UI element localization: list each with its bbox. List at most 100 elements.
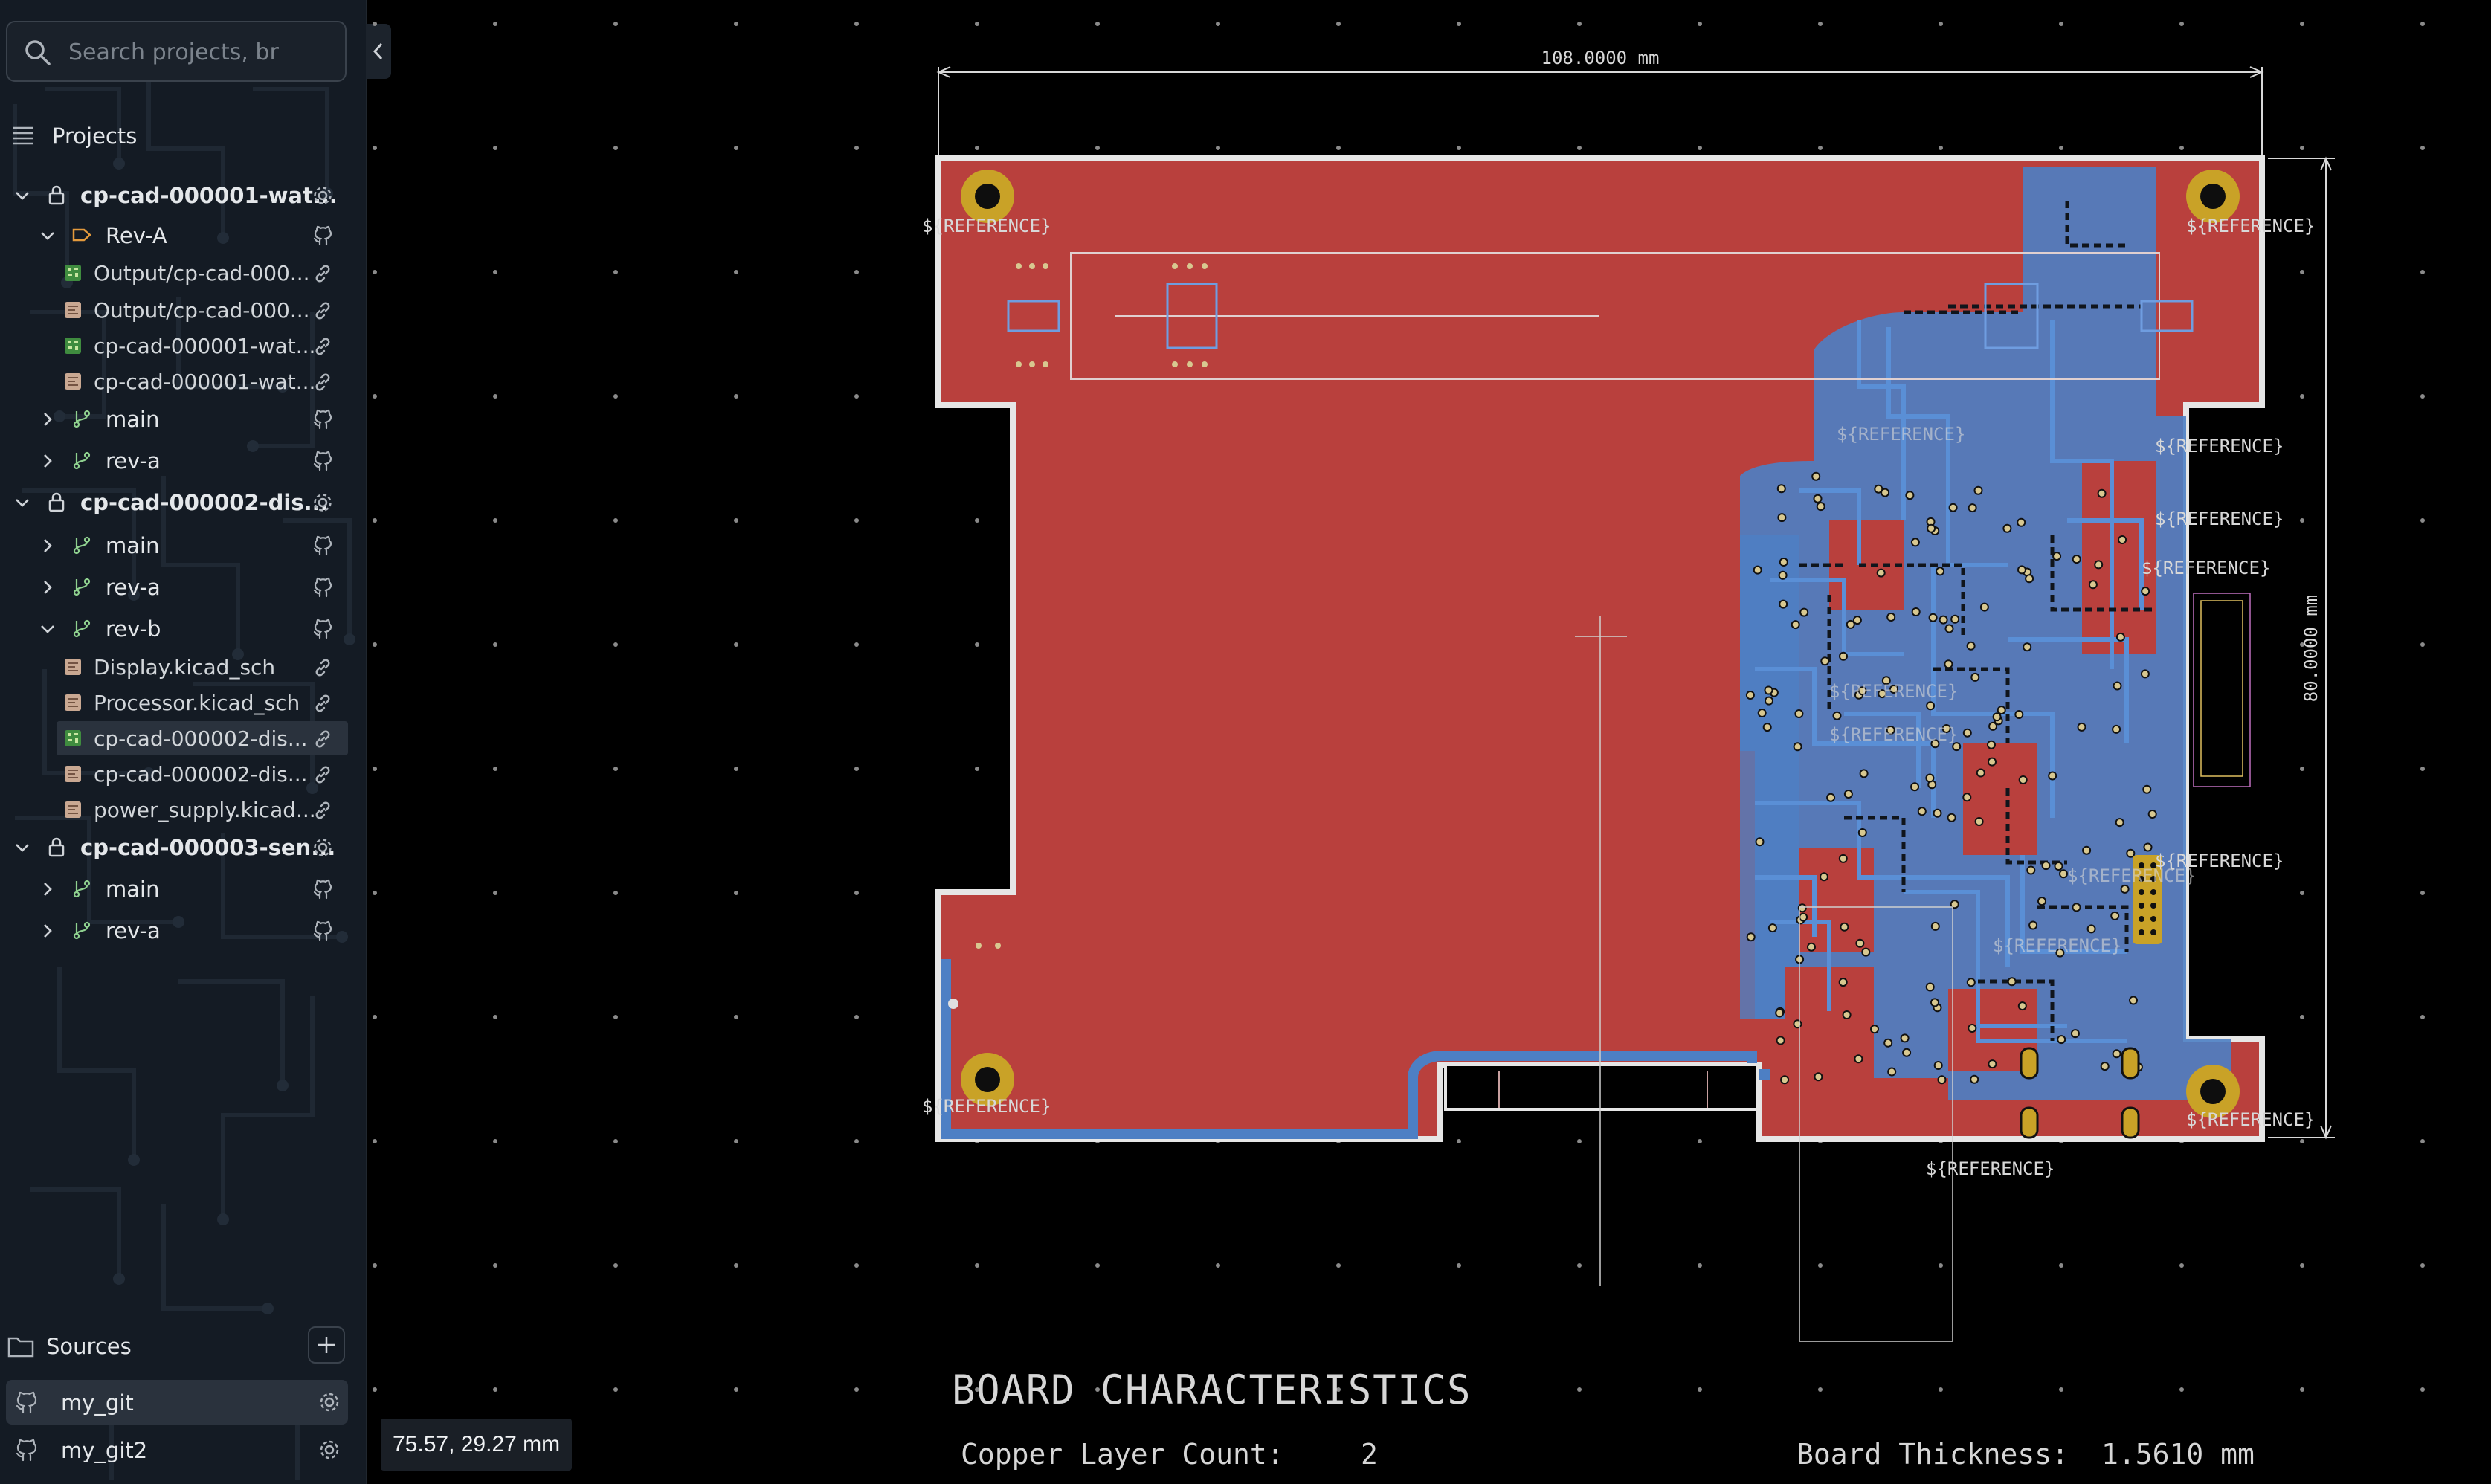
tree-item-branch[interactable]: main — [0, 871, 348, 906]
branch-icon — [73, 880, 91, 898]
tree-item-label: cp-cad-000002-dis... — [94, 762, 308, 787]
lock-icon — [48, 185, 65, 205]
tree-item-branch[interactable]: rev-a — [0, 443, 348, 477]
tree-item-file[interactable]: Display.kicad_sch — [0, 650, 348, 684]
link-icon[interactable] — [312, 800, 333, 821]
tree-item-file[interactable]: cp-cad-000002-dis... — [57, 721, 348, 755]
github-icon[interactable] — [312, 920, 333, 941]
lock-icon — [48, 837, 65, 857]
chevron-left-icon — [373, 42, 383, 60]
tree-item-file[interactable]: Output/cp-cad-000... — [0, 293, 348, 327]
tree-item-file[interactable]: Processor.kicad_sch — [0, 685, 348, 720]
link-icon[interactable] — [312, 300, 333, 321]
pcb-canvas[interactable]: 108.0000 mm 80.0000 mm — [367, 0, 2491, 1484]
chevron-right-icon[interactable] — [39, 452, 57, 470]
svg-text:${REFERENCE}: ${REFERENCE} — [922, 1096, 1051, 1117]
add-source-button[interactable] — [308, 1326, 345, 1364]
projects-header: Projects — [0, 114, 364, 156]
sidebar: Projects cp-cad-000001-wat... Rev-A Output… — [0, 0, 367, 1484]
chevron-down-icon[interactable] — [13, 187, 31, 204]
source-item-my-git[interactable]: my_git — [6, 1380, 348, 1425]
chevron-right-icon[interactable] — [39, 880, 57, 898]
tree-item-revision[interactable]: Rev-A — [0, 218, 348, 252]
chevron-right-icon[interactable] — [39, 410, 57, 428]
chevron-right-icon[interactable] — [39, 537, 57, 555]
svg-text:${REFERENCE}: ${REFERENCE} — [2186, 216, 2315, 236]
github-icon[interactable] — [312, 577, 333, 598]
pcb-file-icon — [65, 338, 81, 354]
tree-item-project[interactable]: cp-cad-000002-dis... — [0, 485, 348, 519]
tree-item-label: cp-cad-000001-wat... — [94, 370, 316, 394]
gear-icon[interactable] — [312, 492, 333, 513]
top-connector-outline — [1007, 252, 2194, 380]
svg-text:${REFERENCE}: ${REFERENCE} — [922, 216, 1051, 236]
chevron-down-icon[interactable] — [39, 620, 57, 638]
tree-item-project[interactable]: cp-cad-000003-sen... — [0, 830, 348, 864]
gear-icon[interactable] — [312, 185, 333, 206]
copper-layer-count-label: Copper Layer Count: — [961, 1438, 1284, 1471]
link-icon[interactable] — [312, 693, 333, 714]
branch-icon — [73, 410, 91, 428]
tree-item-file[interactable]: power_supply.kicad... — [0, 793, 348, 827]
tree-item-branch[interactable]: rev-a — [0, 570, 348, 604]
chevron-right-icon[interactable] — [39, 578, 57, 596]
tree-item-file[interactable]: Output/cp-cad-000... — [0, 256, 348, 290]
tree-item-file[interactable]: cp-cad-000002-dis... — [0, 757, 348, 791]
tree-item-label: main — [106, 407, 160, 432]
schematic-file-icon — [65, 694, 81, 711]
plus-icon — [318, 1337, 335, 1353]
link-icon[interactable] — [312, 764, 333, 785]
header-pin-holes — [2139, 862, 2156, 935]
tree-item-file[interactable]: cp-cad-000001-wat... — [0, 329, 348, 363]
height-dimension-label: 80.0000 mm — [2301, 595, 2321, 703]
search-input[interactable] — [67, 33, 293, 71]
lock-icon — [48, 492, 65, 512]
gear-icon[interactable] — [318, 1391, 341, 1413]
tree-item-project[interactable]: cp-cad-000001-wat... — [0, 178, 348, 212]
link-icon[interactable] — [312, 263, 333, 284]
width-dimension — [936, 66, 2264, 156]
tree-item-file[interactable]: cp-cad-000001-wat... — [0, 364, 348, 399]
gear-icon[interactable] — [312, 837, 333, 858]
cursor-coordinates: 75.57, 29.27 mm — [381, 1419, 573, 1471]
tree-item-label: cp-cad-000003-sen... — [80, 835, 336, 860]
github-icon[interactable] — [312, 879, 333, 900]
tree-item-branch[interactable]: rev-b — [0, 611, 348, 645]
link-icon[interactable] — [312, 657, 333, 678]
chevron-down-icon[interactable] — [13, 839, 31, 856]
github-icon[interactable] — [312, 451, 333, 471]
tree-item-label: cp-cad-000001-wat... — [80, 183, 338, 208]
tree-item-branch[interactable]: main — [0, 528, 348, 562]
chevron-down-icon[interactable] — [39, 227, 57, 245]
tree-item-label: rev-b — [106, 616, 161, 642]
search-box[interactable] — [6, 21, 347, 82]
github-icon[interactable] — [312, 535, 333, 556]
tree-item-branch[interactable]: rev-a — [0, 913, 348, 947]
reference-labels: ${REFERENCE} ${REFERENCE} ${REFERENCE} $… — [922, 216, 2315, 1179]
height-dimension — [2268, 156, 2335, 1140]
link-icon[interactable] — [312, 729, 333, 749]
gear-icon[interactable] — [318, 1439, 341, 1461]
link-icon[interactable] — [312, 372, 333, 393]
chevron-down-icon[interactable] — [13, 494, 31, 512]
svg-text:${REFERENCE}: ${REFERENCE} — [1829, 681, 1958, 702]
github-icon[interactable] — [312, 225, 333, 246]
svg-text:${REFERENCE}: ${REFERENCE} — [1837, 424, 1965, 445]
svg-text:${REFERENCE}: ${REFERENCE} — [1993, 935, 2121, 956]
tree-item-branch[interactable]: main — [0, 401, 348, 436]
dark-traces — [1799, 201, 2156, 1041]
branch-icon — [73, 451, 91, 470]
github-icon[interactable] — [312, 619, 333, 639]
collapse-sidebar-button[interactable] — [366, 24, 391, 79]
pcb-view: 108.0000 mm 80.0000 mm — [373, 22, 2425, 1392]
chevron-right-icon[interactable] — [39, 922, 57, 940]
signal-traces — [1755, 320, 2144, 1043]
svg-text:${REFERENCE}: ${REFERENCE} — [1926, 1158, 2055, 1179]
branch-icon — [73, 921, 91, 940]
source-item-my-git2[interactable]: my_git2 — [6, 1427, 348, 1472]
small-pads — [948, 263, 1208, 1009]
schematic-file-icon — [65, 766, 81, 782]
tag-icon — [72, 228, 91, 242]
github-icon[interactable] — [312, 409, 333, 430]
link-icon[interactable] — [312, 336, 333, 357]
